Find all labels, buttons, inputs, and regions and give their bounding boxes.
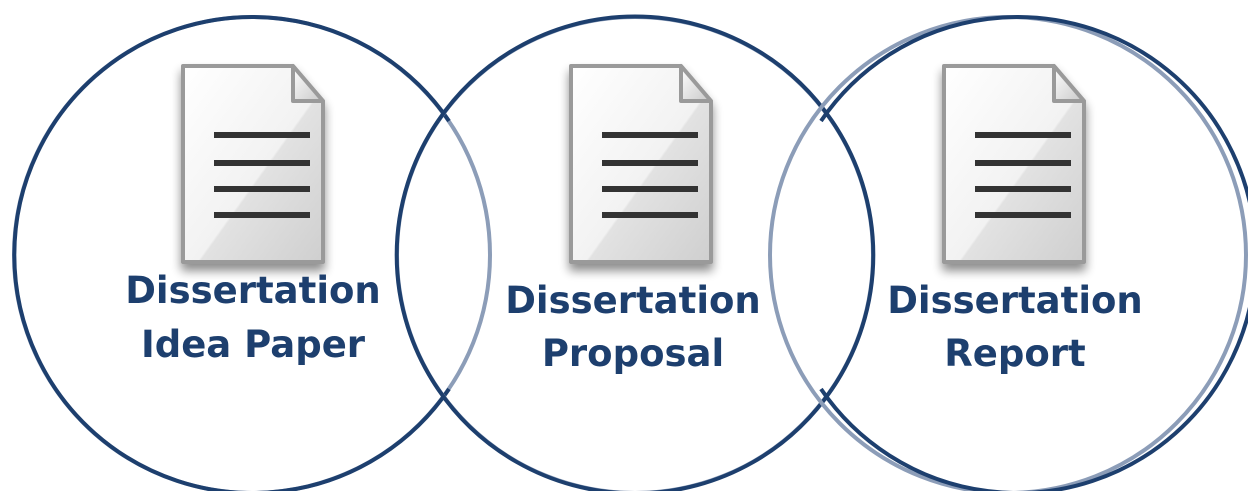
- circle-stage-1-outer-arc: [12, 15, 451, 491]
- stage-label-2-line1: Dissertation: [505, 279, 761, 322]
- circles: [12, 14, 1248, 491]
- stage-label-1: Dissertation Idea Paper: [125, 269, 381, 366]
- stage-label-3-line2: Report: [944, 332, 1085, 375]
- circle-stage-2-bottom-arc: [436, 387, 834, 491]
- document-icon: [571, 66, 711, 262]
- stage-label-1-line1: Dissertation: [125, 269, 381, 312]
- circle-stage-2-left-inner-arc: [394, 119, 440, 391]
- stage-label-1-line2: Idea Paper: [141, 323, 366, 366]
- circle-stage-2-right-inner-arc: [830, 119, 876, 391]
- document-icon: [944, 66, 1084, 262]
- stage-label-3-line1: Dissertation: [887, 279, 1143, 322]
- circle-stage-2-top-arc: [436, 14, 834, 123]
- circle-stage-3-outer-arc: [819, 15, 1248, 491]
- document-icon: [183, 66, 323, 262]
- stage-label-3: Dissertation Report: [887, 279, 1143, 375]
- stage-label-2: Dissertation Proposal: [505, 279, 761, 375]
- stage-label-2-line2: Proposal: [542, 332, 724, 375]
